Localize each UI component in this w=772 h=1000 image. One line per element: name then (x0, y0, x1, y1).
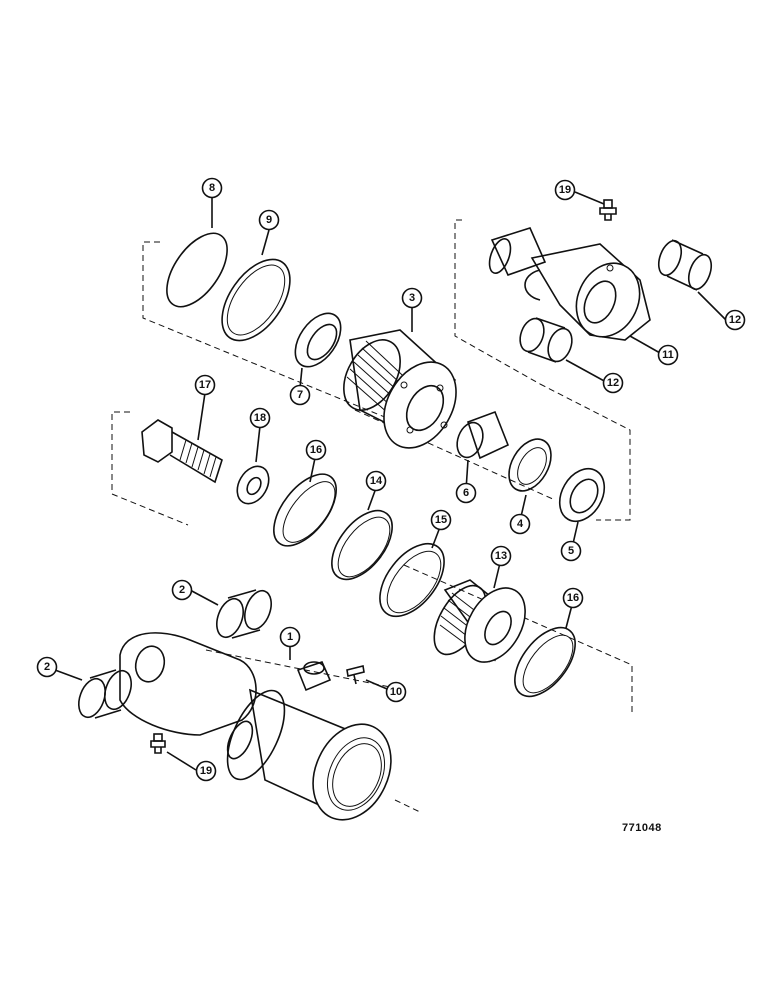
callout-16a: 16 (305, 439, 327, 461)
svg-text:19: 19 (559, 184, 571, 196)
callout-8: 8 (201, 177, 223, 199)
svg-text:12: 12 (729, 314, 741, 326)
part-2-bushing-upper (216, 589, 272, 639)
part-11-rod-eye (524, 243, 651, 341)
part-13-piston (433, 579, 526, 663)
part-16-wear-ring-lower (514, 626, 576, 698)
callout-9: 9 (258, 209, 280, 231)
part-9-backup-ring (221, 258, 291, 342)
callout-1: 1 (279, 626, 301, 648)
part-19-grease-fitting-bottom (150, 733, 166, 754)
callout-11: 11 (657, 344, 679, 366)
part-8-o-ring (166, 232, 228, 308)
svg-text:9: 9 (266, 214, 272, 226)
svg-text:5: 5 (568, 545, 574, 557)
svg-text:16: 16 (567, 592, 579, 604)
callout-18: 18 (249, 407, 271, 429)
svg-text:15: 15 (435, 514, 447, 526)
callout-6: 6 (455, 482, 477, 504)
assembly-outlines (111, 219, 633, 813)
callout-3: 3 (401, 287, 423, 309)
svg-text:12: 12 (607, 377, 619, 389)
part-5-seal (558, 467, 606, 523)
callout-2a: 2 (171, 579, 193, 601)
svg-text:2: 2 (179, 584, 185, 596)
part-15-ring (379, 542, 445, 618)
callout-14: 14 (365, 470, 387, 492)
callouts: 8 9 7 3 19 12 11 12 17 18 16 6 4 5 14 15… (36, 177, 746, 782)
svg-text:7: 7 (297, 389, 303, 401)
callout-4: 4 (509, 513, 531, 535)
svg-text:11: 11 (662, 349, 674, 361)
part-12-bushing-right (657, 239, 713, 291)
callout-19a: 19 (554, 179, 576, 201)
part-10-screw (346, 665, 365, 685)
callout-16b: 16 (562, 587, 584, 609)
callout-17: 17 (194, 374, 216, 396)
svg-text:6: 6 (463, 487, 469, 499)
svg-text:16: 16 (310, 444, 322, 456)
svg-text:10: 10 (390, 686, 402, 698)
svg-text:18: 18 (254, 412, 266, 424)
callout-5: 5 (560, 540, 582, 562)
svg-text:19: 19 (200, 765, 212, 777)
svg-text:3: 3 (409, 292, 415, 304)
svg-text:17: 17 (199, 379, 211, 391)
svg-text:13: 13 (495, 550, 507, 562)
svg-text:1: 1 (287, 631, 293, 643)
svg-text:14: 14 (370, 475, 383, 487)
part-4-wiper (508, 438, 552, 492)
callout-13: 13 (490, 545, 512, 567)
part-rod-end-sleeve (488, 227, 547, 276)
callout-12a: 12 (724, 309, 746, 331)
part-1-cylinder-tube (119, 632, 392, 821)
part-7-rod-seal (294, 312, 342, 368)
part-17-bolt (141, 419, 223, 484)
leader-lines (54, 191, 727, 771)
part-18-washer (236, 465, 270, 505)
part-19-grease-fitting-top (599, 199, 617, 221)
part-3-gland (343, 329, 457, 449)
svg-text:4: 4 (517, 518, 524, 530)
part-6-bushing (456, 410, 510, 460)
svg-text:2: 2 (44, 661, 50, 673)
callout-15: 15 (430, 509, 452, 531)
part-2-bushing-lower (78, 669, 132, 719)
part-12-bushing-left (519, 317, 573, 363)
part-14-ring (331, 509, 393, 581)
callout-7: 7 (289, 384, 311, 406)
callout-2b: 2 (36, 656, 58, 678)
callout-10: 10 (385, 681, 407, 703)
callout-12b: 12 (602, 372, 624, 394)
document-number: 771048 (622, 822, 662, 834)
svg-text:8: 8 (209, 182, 215, 194)
part-16-wear-ring-upper (273, 473, 337, 547)
callout-19b: 19 (195, 760, 217, 782)
